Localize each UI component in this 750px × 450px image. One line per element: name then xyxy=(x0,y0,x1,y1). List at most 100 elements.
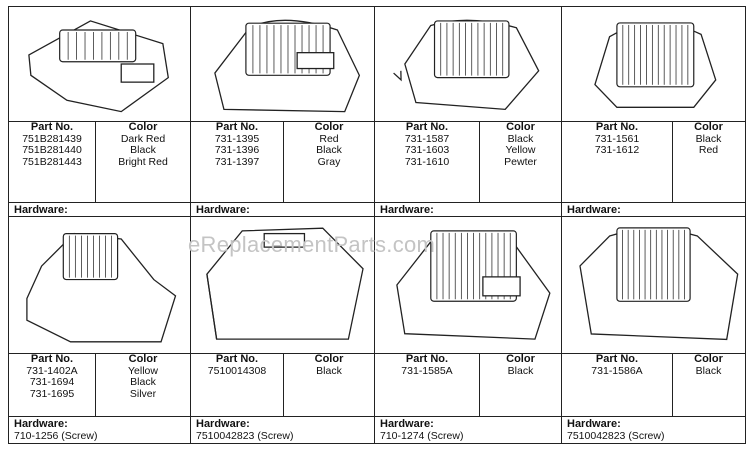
hardware-separator xyxy=(191,202,374,203)
hardware-info: Hardware:7510042823 (Screw) xyxy=(196,418,293,442)
hardware-label: Hardware: xyxy=(14,204,68,216)
hardware-label: Hardware: xyxy=(14,418,68,430)
part-number: 751B281440 xyxy=(22,144,82,156)
hardware-info: Hardware:710-1274 (Screw) xyxy=(380,418,463,442)
hardware-separator xyxy=(9,202,190,203)
part-image xyxy=(375,217,561,353)
hardware-label: Hardware: xyxy=(567,204,621,216)
part-number-header: Part No. xyxy=(405,353,449,365)
color-value: Black xyxy=(130,144,156,156)
hardware-separator xyxy=(562,416,745,417)
part-image xyxy=(562,7,745,121)
hardware-separator xyxy=(191,416,374,417)
hardware-label: Hardware: xyxy=(380,418,434,430)
part-number: 731-1612 xyxy=(594,144,640,156)
mower-hood-illustration xyxy=(594,22,717,108)
hardware-value: 710-1274 (Screw) xyxy=(380,430,464,442)
color-value: Black xyxy=(695,132,722,145)
color-value: Yellow xyxy=(128,364,158,377)
column-divider xyxy=(283,122,284,202)
mower-hood-illustration xyxy=(214,19,361,113)
part-number: 731-1402A xyxy=(26,364,78,377)
part-image xyxy=(191,7,374,121)
part-image xyxy=(191,217,374,353)
part-number: 731-1585A xyxy=(401,364,453,377)
part-number: 731-1396 xyxy=(214,144,260,156)
part-image xyxy=(9,217,190,353)
mower-hood-illustration xyxy=(396,230,551,340)
hardware-label: Hardware: xyxy=(196,204,250,216)
color-value: Black xyxy=(695,364,722,377)
color-header: Color xyxy=(128,121,158,133)
column-divider xyxy=(283,354,284,416)
hardware-value: 7510042823 (Screw) xyxy=(196,430,294,442)
color-header: Color xyxy=(506,121,535,133)
mower-hood-illustration xyxy=(28,20,169,113)
part-number-header: Part No. xyxy=(405,121,449,133)
part-image xyxy=(375,7,561,121)
column-divider xyxy=(672,122,673,202)
part-number: 731-1397 xyxy=(214,155,260,168)
column-divider xyxy=(672,354,673,416)
mower-hood-illustration xyxy=(393,19,540,111)
part-number: 731-1395 xyxy=(214,132,260,145)
part-number: 731-1561 xyxy=(594,132,640,145)
part-number: 731-1586A xyxy=(591,364,643,377)
color-value: Black xyxy=(507,364,534,377)
hardware-separator xyxy=(375,416,561,417)
color-value: Pewter xyxy=(504,155,537,168)
part-number-header: Part No. xyxy=(595,121,639,133)
color-value: Red xyxy=(319,132,339,145)
part-number: 751B281439 xyxy=(22,132,82,145)
hardware-info: Hardware:710-1256 (Screw) xyxy=(196,204,279,216)
hardware-label: Hardware: xyxy=(567,418,621,430)
column-divider xyxy=(479,354,480,416)
hardware-info: Hardware:710-1184 (Screw) xyxy=(380,204,463,216)
hardware-separator xyxy=(375,202,561,203)
column-divider xyxy=(479,122,480,202)
color-header: Color xyxy=(314,121,344,133)
part-number-column: Part No.7510014308 xyxy=(191,353,283,377)
color-value: Yellow xyxy=(505,144,536,156)
part-number: 731-1587 xyxy=(404,132,450,145)
mower-hood-illustration xyxy=(26,232,177,343)
part-number: 731-1694 xyxy=(29,376,75,388)
hardware-separator xyxy=(562,202,745,203)
part-number: 731-1603 xyxy=(404,144,450,156)
part-image xyxy=(562,217,745,353)
hardware-info: Hardware:7510042823 (Screw) xyxy=(567,418,664,442)
hardware-label: Hardware: xyxy=(380,204,434,216)
part-number-header: Part No. xyxy=(215,353,259,365)
part-number: 751B281443 xyxy=(22,155,82,168)
color-value: Bright Red xyxy=(118,155,168,168)
color-header: Color xyxy=(506,353,535,365)
color-value: Black xyxy=(316,364,342,377)
color-header: Color xyxy=(128,353,158,365)
color-value: Black xyxy=(130,376,156,388)
hardware-info: Hardware:710-1256 (Screw) xyxy=(14,418,97,442)
part-number: 7510014308 xyxy=(207,364,267,377)
hardware-label: Hardware: xyxy=(196,418,250,430)
